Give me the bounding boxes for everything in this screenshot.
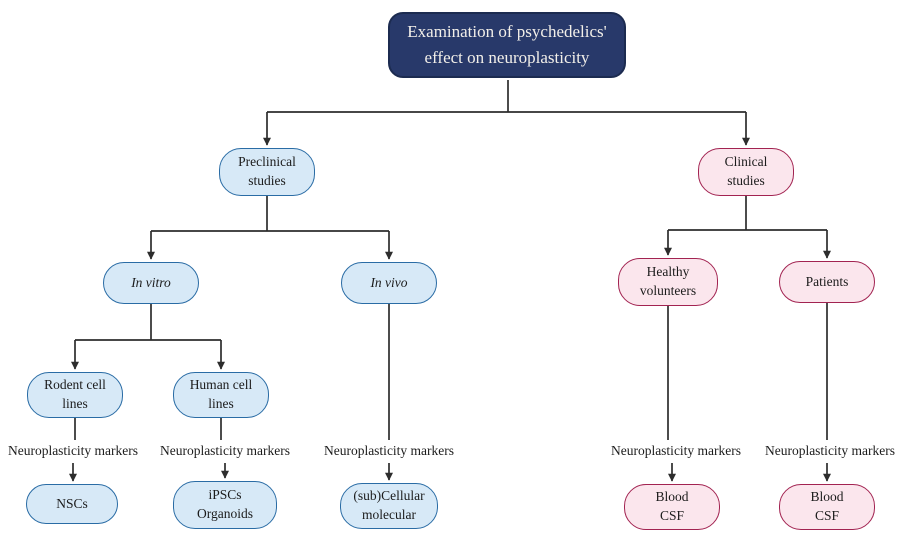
node-in-vivo: In vivo: [341, 262, 437, 304]
label-neuroplasticity-markers-healthy: Neuroplasticity markers: [610, 443, 742, 458]
label-neuroplasticity-markers-patients: Neuroplasticity markers: [764, 443, 896, 458]
node-blood-csf-healthy: Blood CSF: [624, 484, 720, 530]
node-clinical-studies: Clinical studies: [698, 148, 794, 196]
label-neuroplasticity-markers-invivo: Neuroplasticity markers: [323, 443, 455, 458]
label-neuroplasticity-markers-rodent: Neuroplasticity markers: [7, 443, 139, 458]
node-ipscs-organoids: iPSCs Organoids: [173, 481, 277, 529]
node-patients: Patients: [779, 261, 875, 303]
node-preclinical-studies: Preclinical studies: [219, 148, 315, 196]
node-in-vitro: In vitro: [103, 262, 199, 304]
node-rodent-cell-lines: Rodent cell lines: [27, 372, 123, 418]
node-nscs: NSCs: [26, 484, 118, 524]
node-title: Examination of psychedelics' effect on n…: [388, 12, 626, 78]
node-healthy-volunteers: Healthy volunteers: [618, 258, 718, 306]
node-human-cell-lines: Human cell lines: [173, 372, 269, 418]
node-blood-csf-patients: Blood CSF: [779, 484, 875, 530]
label-neuroplasticity-markers-human: Neuroplasticity markers: [159, 443, 291, 458]
node-subcellular-molecular: (sub)Cellular molecular: [340, 483, 438, 529]
